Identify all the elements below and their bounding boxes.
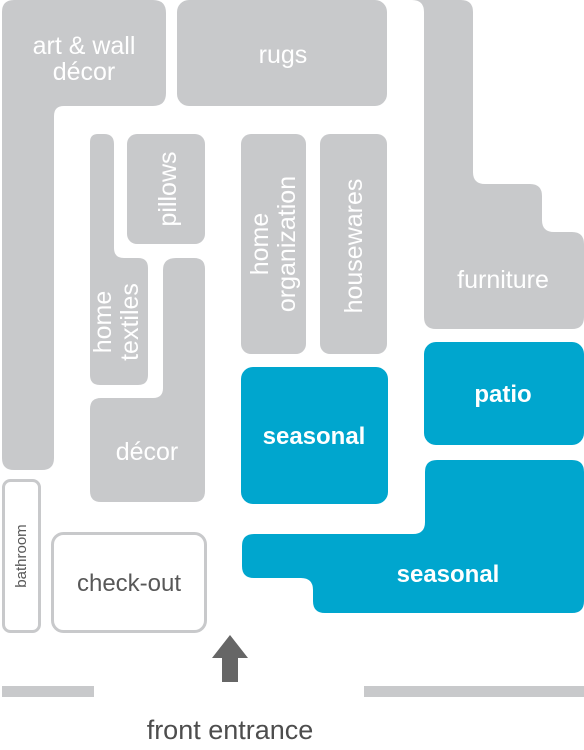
furniture-label: furniture <box>457 266 549 294</box>
pillows-area[interactable] <box>127 134 205 244</box>
decor-label: décor <box>116 438 179 466</box>
home-textiles-label-line1: home <box>89 291 117 354</box>
art-wall-decor-label-line1: art & wall <box>33 32 136 60</box>
seasonal-front-label: seasonal <box>397 561 500 588</box>
bathroom-area[interactable] <box>2 479 41 633</box>
housewares-area[interactable] <box>320 134 387 354</box>
checkout-label: check-out <box>77 570 181 597</box>
home-textiles-area[interactable] <box>90 134 148 385</box>
housewares-label: housewares <box>340 179 368 314</box>
furniture-area[interactable] <box>412 0 584 329</box>
home-organization-label-line2: organization <box>273 176 301 312</box>
seasonal-center-area[interactable] <box>241 367 388 504</box>
patio-area[interactable] <box>424 342 584 445</box>
up-arrow-icon <box>212 635 248 682</box>
pillows-label: pillows <box>154 151 182 226</box>
home-organization-label-line1: home <box>246 213 274 276</box>
home-textiles-label-line2: textiles <box>116 283 144 361</box>
home-organization-area[interactable] <box>241 134 306 354</box>
rugs-area[interactable] <box>177 0 387 106</box>
checkout-area[interactable] <box>51 532 207 633</box>
art-wall-decor-label-line2: décor <box>53 58 116 86</box>
bathroom-label: bathroom <box>13 524 30 587</box>
rugs-label: rugs <box>259 41 308 69</box>
front-wall-right <box>364 686 584 697</box>
seasonal-center-label: seasonal <box>263 423 366 450</box>
front-wall-left <box>2 686 94 697</box>
patio-label: patio <box>474 381 531 408</box>
decor-area[interactable] <box>90 258 205 502</box>
seasonal-front-area[interactable] <box>242 460 584 613</box>
art-wall-decor-area[interactable] <box>2 0 166 470</box>
front-entrance-label: front entrance <box>147 715 314 745</box>
